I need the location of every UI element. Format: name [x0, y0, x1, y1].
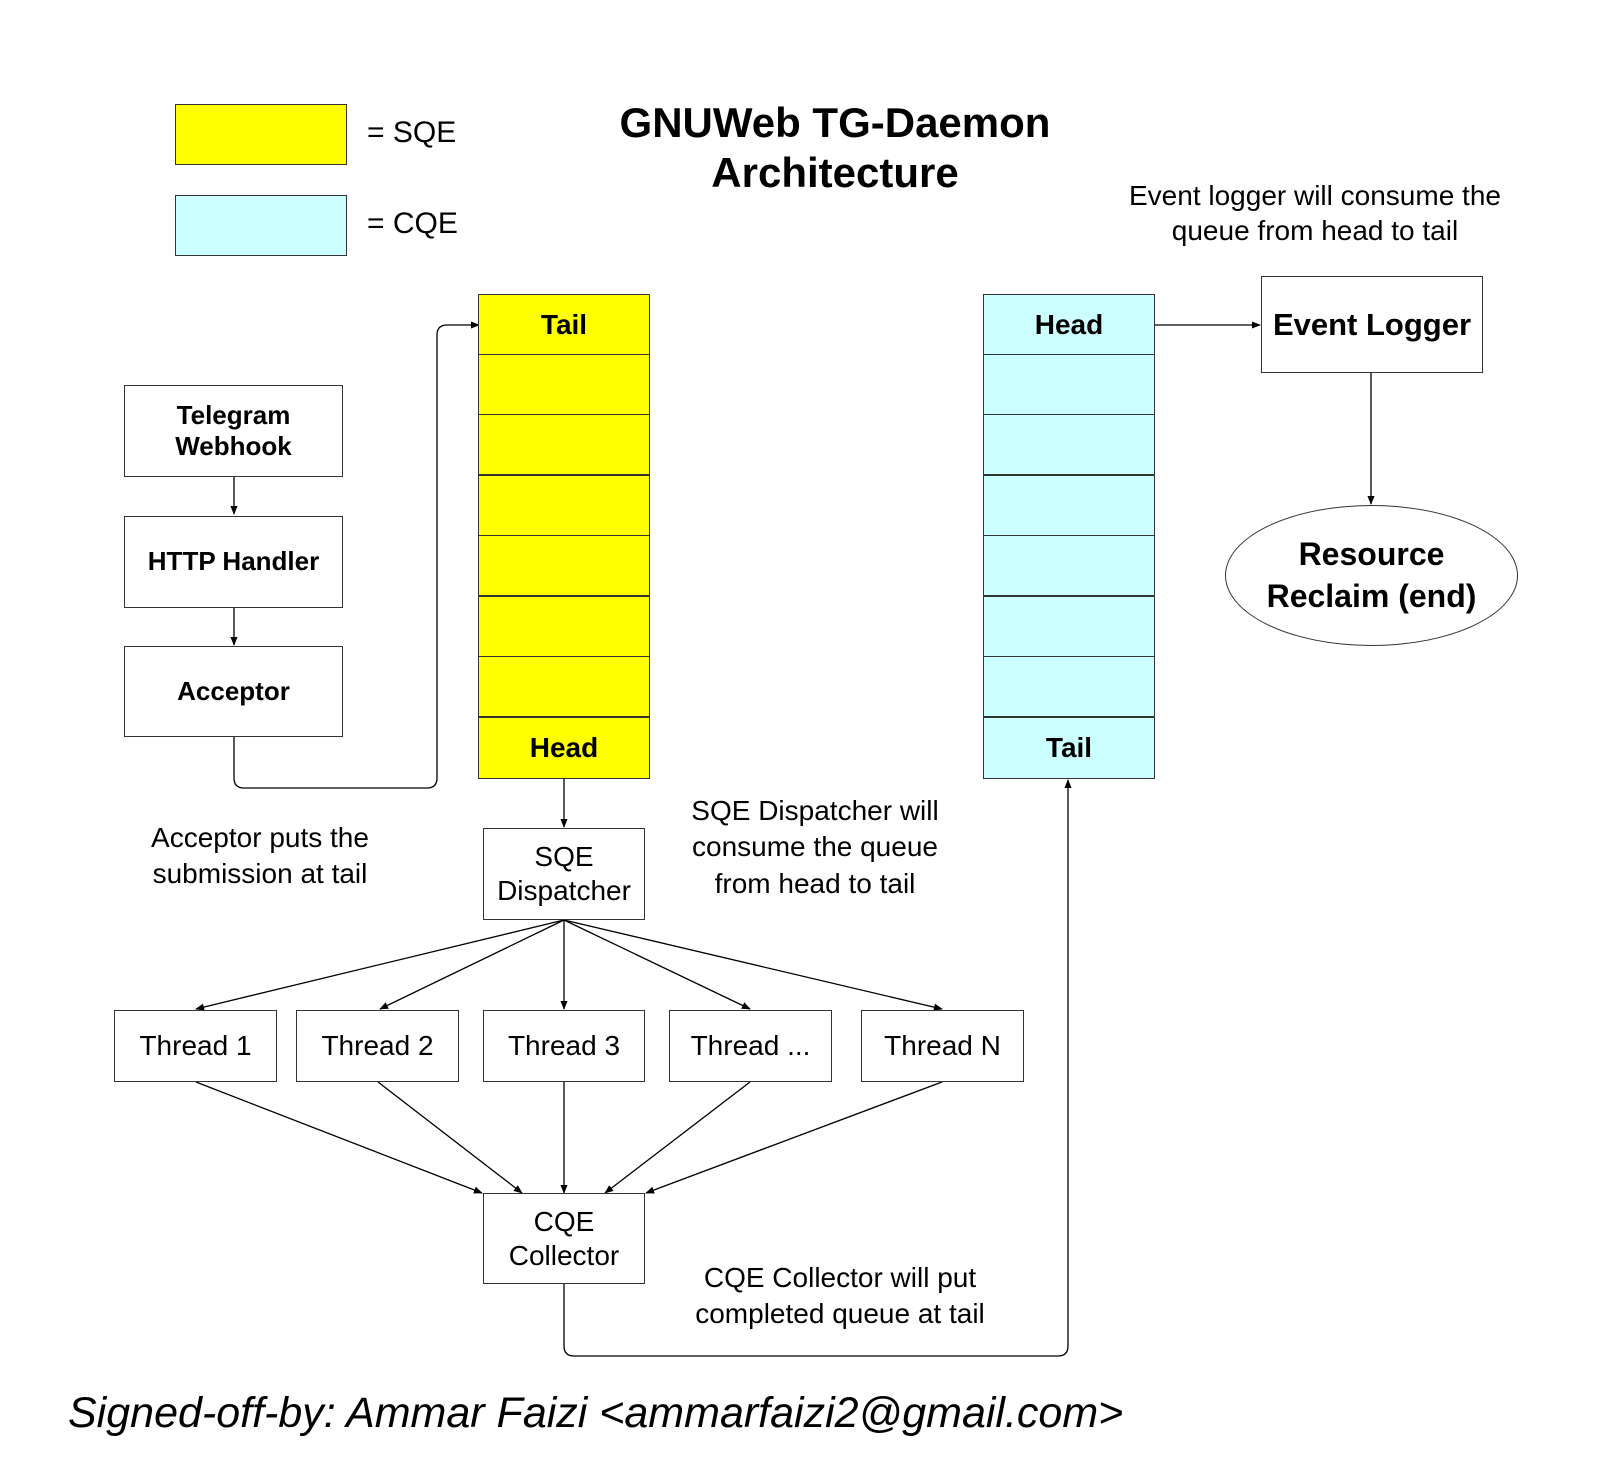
thread-n-box: Thread N: [861, 1010, 1024, 1082]
arrow-thread-1-to-collector: [195, 1081, 483, 1194]
telegram-webhook-label: Telegram Webhook: [175, 399, 292, 461]
cqe-queue-head-cell: Head: [983, 294, 1155, 355]
thread-more-label: Thread ...: [690, 1030, 811, 1062]
signature-line: Signed-off-by: Ammar Faizi <ammarfaizi2@…: [68, 1389, 1124, 1437]
http-handler-label: HTTP Handler: [147, 546, 320, 577]
thread-more-box: Thread ...: [669, 1010, 832, 1082]
telegram-webhook-box: Telegram Webhook: [124, 385, 343, 477]
arrow-thread-n-to-collector: [645, 1081, 943, 1194]
sqe-queue-head-label: Head: [529, 732, 599, 763]
sqe-queue-slot: [478, 656, 650, 717]
thread-3-box: Thread 3: [483, 1010, 645, 1082]
thread-1-box: Thread 1: [114, 1010, 277, 1082]
cqe-queue-slot: [983, 354, 1155, 415]
acceptor-note: Acceptor puts the submission at tail: [151, 822, 369, 890]
resource-reclaim-ellipse: Resource Reclaim (end): [1225, 505, 1518, 646]
legend-cqe-label: = CQE: [367, 207, 458, 240]
sqe-dispatcher-label: SQE Dispatcher: [497, 841, 631, 906]
sqe-queue-slot: [478, 596, 650, 657]
arrow-dispatcher-to-thread-more: [563, 919, 751, 1010]
legend-sqe-swatch: [175, 104, 347, 165]
legend-sqe-label: = SQE: [367, 116, 457, 149]
cqe-queue-slot: [983, 475, 1155, 536]
sqe-queue-tail-cell: Tail: [478, 294, 650, 355]
thread-2-label: Thread 2: [321, 1030, 434, 1062]
arrow-acceptor-to-sqe-tail: [233, 321, 480, 789]
arrow-thread-more-to-collector: [604, 1081, 751, 1194]
cqe-queue-slot: [983, 535, 1155, 596]
legend-cqe-swatch: [175, 195, 347, 256]
sqe-queue-slot: [478, 354, 650, 415]
cqe-collector-label: CQE Collector: [508, 1205, 620, 1271]
sqe-queue-slot: [478, 414, 650, 475]
event-logger-note: Event logger will consume the queue from…: [1129, 180, 1501, 246]
sqe-queue-tail-label: Tail: [540, 308, 588, 340]
event-logger-label: Event Logger: [1272, 306, 1472, 342]
sqe-queue-slot: [478, 475, 650, 536]
cqe-collector-box: CQE Collector: [483, 1193, 645, 1284]
arrow-dispatcher-to-thread-2: [379, 919, 565, 1010]
thread-1-label: Thread 1: [139, 1030, 252, 1062]
sqe-queue-slot: [478, 535, 650, 596]
cqe-collector-note: CQE Collector will put completed queue a…: [695, 1262, 985, 1330]
arrow-dispatcher-to-thread-n: [563, 919, 943, 1011]
cqe-queue-tail-cell: Tail: [983, 717, 1155, 779]
thread-2-box: Thread 2: [296, 1010, 459, 1082]
sqe-dispatcher-note: SQE Dispatcher will consume the queue fr…: [691, 795, 939, 899]
resource-reclaim-label: Resource Reclaim (end): [1266, 535, 1477, 614]
acceptor-box: Acceptor: [124, 646, 343, 737]
acceptor-label: Acceptor: [177, 675, 290, 706]
cqe-queue-slot: [983, 596, 1155, 657]
cqe-queue-tail-label: Tail: [1045, 732, 1093, 763]
thread-n-label: Thread N: [884, 1030, 1001, 1062]
arrow-collector-to-cqe-tail: [563, 779, 1072, 1357]
thread-3-label: Thread 3: [507, 1030, 621, 1062]
http-handler-box: HTTP Handler: [124, 516, 343, 608]
title-line-2: Architecture: [711, 149, 959, 197]
arrow-dispatcher-to-thread-1: [195, 919, 565, 1011]
sqe-queue-head-cell: Head: [478, 717, 650, 779]
cqe-queue-head-label: Head: [1034, 308, 1104, 340]
cqe-queue-slot: [983, 656, 1155, 717]
arrow-thread-2-to-collector: [377, 1081, 523, 1194]
sqe-dispatcher-box: SQE Dispatcher: [483, 828, 645, 920]
event-logger-box: Event Logger: [1261, 276, 1483, 373]
cqe-queue-slot: [983, 414, 1155, 475]
diagram-title: GNUWeb TG-Daemon Architecture: [580, 98, 1090, 199]
title-line-1: GNUWeb TG-Daemon: [619, 99, 1051, 146]
